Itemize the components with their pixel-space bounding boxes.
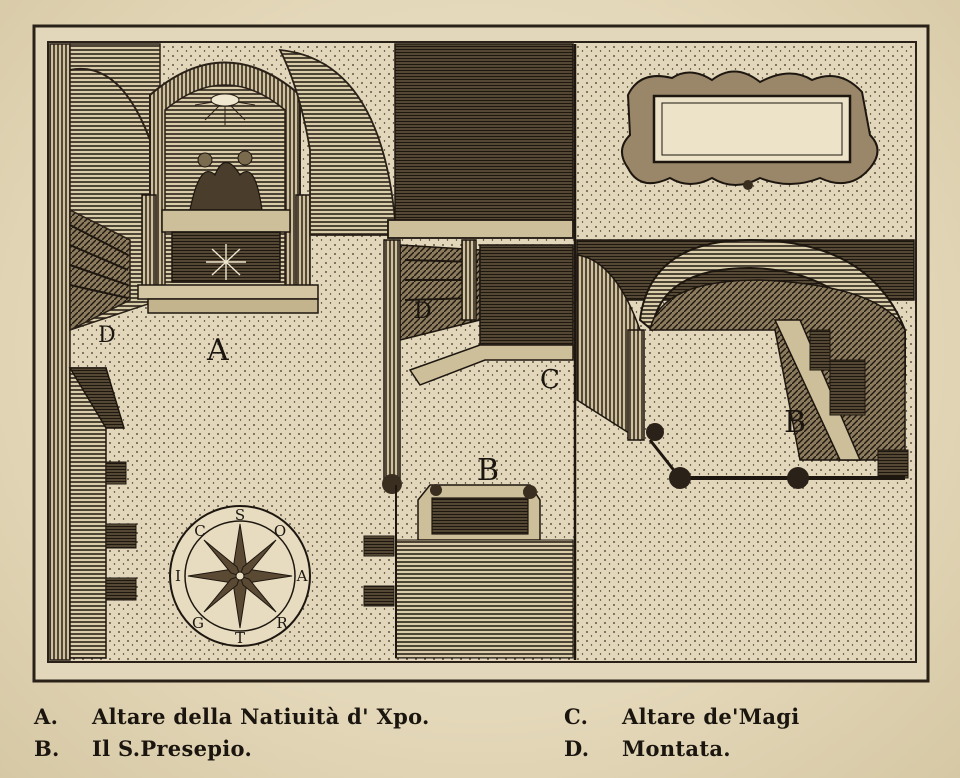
compass-rose: S O A R T G I C bbox=[169, 505, 311, 647]
left-step-2 bbox=[105, 523, 137, 549]
left-step-3 bbox=[105, 577, 137, 601]
legend-key-b: B. bbox=[34, 736, 60, 761]
manger-left bbox=[417, 484, 541, 541]
legend-item-d: D. Montata. bbox=[564, 736, 731, 761]
legend-text-c: Altare de'Magi bbox=[622, 704, 800, 729]
label-b-left: B bbox=[477, 453, 499, 488]
left-step-1 bbox=[105, 461, 127, 485]
legend-text-a: Altare della Natiuità d' Xpo. bbox=[92, 704, 430, 729]
legend-item-b: B. Il S.Presepio. bbox=[34, 736, 252, 761]
magi-altar-step bbox=[408, 344, 574, 386]
left-stairs bbox=[69, 208, 131, 332]
legend-key-d: D. bbox=[564, 736, 590, 761]
compass-label-lower-right: R bbox=[276, 614, 288, 632]
cartouche-ornament bbox=[621, 70, 879, 190]
label-d-stairs: D bbox=[414, 299, 432, 324]
legend-item-c: C. Altare de'Magi bbox=[564, 704, 800, 729]
side-step-1 bbox=[363, 535, 395, 557]
label-a: A bbox=[206, 333, 229, 368]
compass-label-upper-left: C bbox=[194, 522, 205, 540]
label-b-right: B bbox=[784, 405, 806, 440]
nativity-altar-niche bbox=[137, 61, 319, 314]
legend-key-c: C. bbox=[564, 704, 589, 729]
left-landing bbox=[68, 367, 126, 429]
compass-label-right: A bbox=[296, 567, 308, 585]
legend-text-d: Montata. bbox=[622, 736, 731, 761]
middle-lower-floor bbox=[395, 539, 574, 659]
central-lintel bbox=[387, 219, 574, 239]
middle-column-right bbox=[461, 239, 477, 321]
compass-label-bottom: T bbox=[235, 629, 245, 647]
legend-item-a: A. Altare della Natiuità d' Xpo. bbox=[34, 704, 430, 729]
left-wall bbox=[49, 43, 71, 661]
right-column bbox=[627, 329, 645, 441]
label-c: C bbox=[540, 365, 560, 395]
compass-label-left: I bbox=[175, 567, 181, 585]
compass-label-top: S bbox=[235, 506, 245, 524]
central-back-wall bbox=[394, 43, 574, 225]
label-d-left: D bbox=[98, 323, 116, 348]
manger-right bbox=[773, 319, 909, 479]
legend-text-b: Il S.Presepio. bbox=[92, 736, 253, 761]
left-arch bbox=[69, 67, 151, 141]
legend-key-a: A. bbox=[34, 704, 59, 729]
middle-column-left bbox=[383, 239, 401, 481]
column-base bbox=[382, 474, 402, 494]
engraved-plan-illustration: S O A R T G I C bbox=[32, 24, 930, 683]
magi-altar bbox=[479, 244, 574, 356]
side-step-2 bbox=[363, 585, 395, 607]
compass-label-upper-right: O bbox=[274, 522, 286, 540]
compass-label-lower-left: G bbox=[192, 614, 204, 632]
